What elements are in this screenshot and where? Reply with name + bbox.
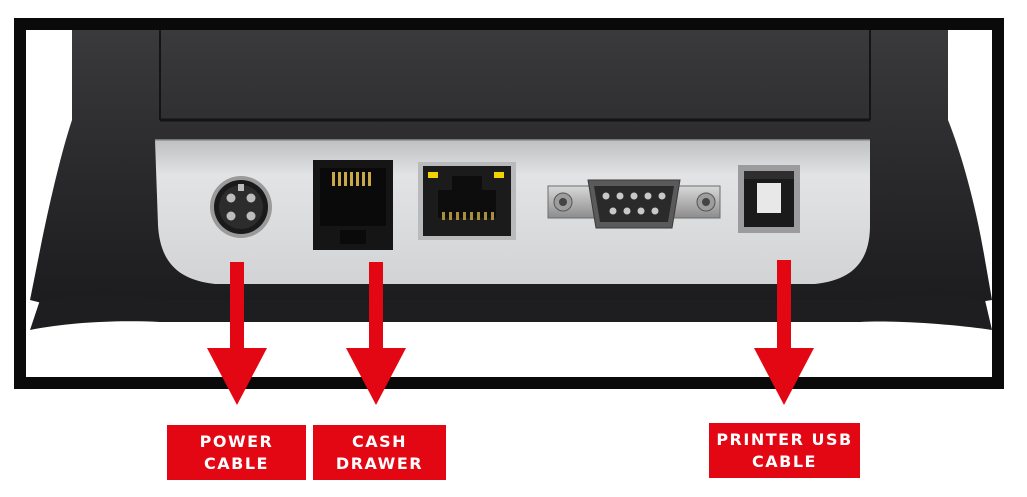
- label-power-cable: POWER CABLE: [167, 425, 306, 480]
- label-usb-line1: PRINTER USB: [716, 429, 853, 449]
- printer-body-lower: [30, 295, 992, 330]
- arrow-power: [207, 262, 267, 405]
- label-printer-usb-cable: PRINTER USB CABLE: [709, 423, 860, 478]
- power-port: [210, 176, 272, 238]
- usb-b-port: [738, 165, 800, 233]
- arrow-usb: [754, 260, 814, 405]
- cash-drawer-port: [313, 160, 393, 250]
- label-cash-drawer: CASH DRAWER: [313, 425, 446, 480]
- label-power-line2: CABLE: [204, 453, 269, 473]
- label-usb-line2: CABLE: [752, 451, 817, 471]
- serial-port: [547, 179, 721, 229]
- ethernet-port: [418, 162, 516, 240]
- arrow-cash-drawer: [346, 262, 406, 405]
- label-cash-line1: CASH: [351, 431, 408, 451]
- label-cash-line2: DRAWER: [335, 453, 424, 473]
- label-power-line1: POWER: [199, 431, 274, 451]
